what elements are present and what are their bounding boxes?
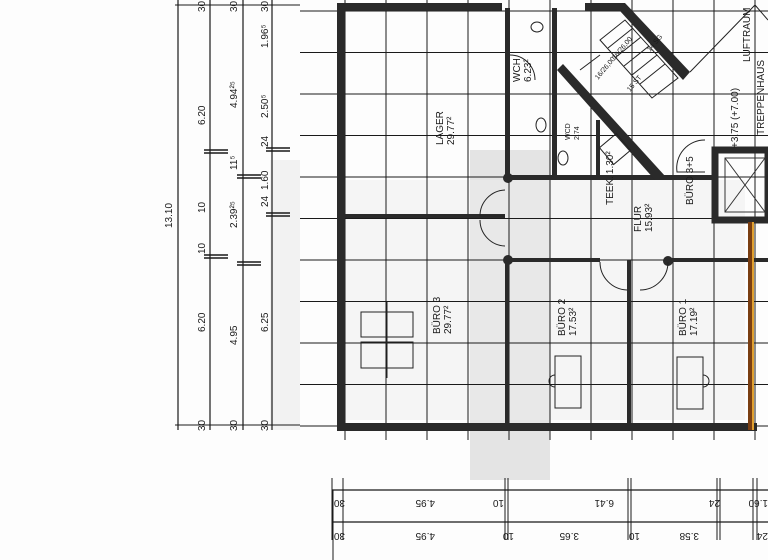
room-label-buero35: BÜRO 3+5 — [684, 156, 696, 205]
room-label-buero3: BÜRO 329.77² — [431, 296, 454, 334]
stair-label: 16/26,00 — [594, 56, 617, 81]
dim-label: 24 — [260, 135, 271, 147]
dim-label: 4.95 — [415, 530, 435, 541]
dim-label: 6.41 — [594, 497, 614, 508]
dim-label: 1.60 — [260, 170, 271, 190]
dim-label: 24 — [756, 530, 768, 541]
luftraum-diagonal — [754, 4, 768, 21]
dim-label: 30 — [260, 419, 271, 431]
bottom-dimension-labels: 30 4.95 10 6.41 24 1.60 30 4.95 10 3.65 … — [333, 497, 768, 541]
dim-label: 30 — [333, 497, 345, 508]
dimension-lines — [175, 0, 768, 560]
wall-stair-top — [585, 3, 690, 80]
sanitary-fixtures — [530, 21, 632, 166]
stair-label: 16/26,00 — [611, 36, 634, 61]
wall-wc — [552, 8, 557, 178]
stair-treads — [579, 19, 679, 99]
toilet-icon — [535, 117, 547, 133]
dim-label: 10 — [197, 242, 208, 254]
stair-label: 15 ST — [626, 74, 644, 93]
wall-buero-top — [508, 258, 600, 262]
kitchenette-icon — [598, 132, 632, 166]
dim-label: 10 — [502, 530, 514, 541]
door-lager — [479, 189, 506, 217]
dim-label: 1.96⁵ — [260, 24, 271, 48]
wall-stair-diagonal — [557, 64, 665, 180]
elevator-cross-icon — [724, 157, 766, 213]
room-label-luftraum: LUFTRAUM — [742, 8, 753, 62]
dim-label: 30 — [333, 530, 345, 541]
dim-label: 30 — [197, 419, 208, 431]
luftraum-diagonal — [689, 4, 756, 73]
door-buero1 — [639, 261, 669, 291]
dim-label: 4.95 — [415, 497, 435, 508]
wall-left — [337, 3, 345, 431]
room-label-buero2: BÜRO 217.53² — [556, 298, 579, 336]
dim-label: 10 — [492, 497, 504, 508]
toilet-icon — [530, 21, 544, 33]
room-label-buero1: BÜRO 117.19² — [677, 298, 700, 336]
elevator-shaft — [711, 146, 768, 224]
door-swings — [479, 54, 706, 291]
dim-label: 30 — [229, 0, 240, 12]
door-buero35 — [676, 139, 706, 173]
dim-label: 10 — [628, 530, 640, 541]
dim-label: 6.25 — [260, 312, 271, 332]
dim-label: 13.10 — [164, 203, 175, 228]
dim-label: 10 — [197, 201, 208, 213]
door-wch — [509, 54, 536, 81]
dim-label: 24 — [708, 497, 720, 508]
room-label-teek: TEEK.1.30² — [605, 151, 616, 205]
dim-label: 1.60 — [748, 497, 768, 508]
dim-label: 6.20 — [197, 105, 208, 125]
wall-teek — [596, 120, 600, 180]
dim-label: 2.50⁵ — [260, 94, 271, 118]
door-buero2 — [599, 261, 628, 291]
dim-label: 6.20 — [197, 312, 208, 332]
dim-label: 30 — [229, 419, 240, 431]
dim-label: 24 — [260, 195, 271, 207]
wall-lager — [345, 214, 505, 218]
room-label-treppenhaus: TREPPENHAUS — [756, 60, 767, 135]
column — [663, 256, 673, 266]
wall-buero-top2 — [668, 258, 768, 262]
room-label-wch: WCH6.23² — [512, 58, 534, 82]
door-buero3 — [479, 219, 506, 247]
dim-label: 3.65 — [559, 530, 579, 541]
facade-edge — [752, 222, 754, 430]
wall-lager-vert — [505, 8, 510, 178]
dim-label: 30 — [197, 0, 208, 12]
scan-shading — [270, 150, 745, 480]
left-dimension-labels: 13.10 30 6.20 10 10 6.20 30 30 4.94²⁵ 11… — [164, 0, 271, 431]
dim-label: 4.95 — [229, 325, 240, 345]
wall-corridor-top — [505, 175, 715, 180]
wall-top-left — [337, 3, 502, 11]
desk — [676, 356, 704, 410]
dim-label: 11⁵ — [229, 155, 240, 170]
furniture — [360, 302, 710, 410]
wall-buero2-1 — [627, 260, 631, 428]
level-marker: +3.75 (+7.00) — [730, 88, 741, 148]
dim-label: 4.94²⁵ — [229, 81, 240, 108]
walls — [337, 3, 768, 431]
desk — [554, 355, 582, 409]
column — [503, 173, 513, 183]
dim-label: 3.58 — [679, 530, 699, 541]
wall-buero3-2 — [505, 258, 509, 428]
wall-bottom — [337, 423, 757, 431]
toilet-icon — [557, 150, 569, 166]
room-label-lager: LAGER29.77² — [435, 111, 457, 145]
dim-label: 30 — [260, 0, 271, 12]
room-label-flur: FLUR15.93² — [633, 203, 655, 232]
facade-line — [748, 222, 752, 430]
dim-label: 2.39²⁵ — [229, 201, 240, 228]
column — [503, 255, 513, 265]
